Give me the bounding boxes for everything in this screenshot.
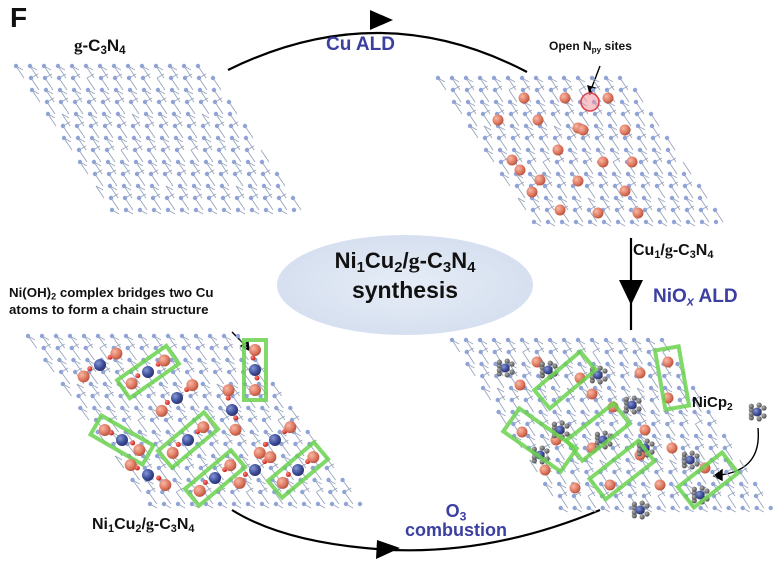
- step-niox-ald: NiOx ALD: [653, 286, 738, 309]
- nicp2-molecule: [631, 500, 650, 520]
- cu-ni-cu-chain: [253, 421, 297, 459]
- sheet-cu1-g-c3n4: [435, 75, 724, 227]
- cu-ni-cu-chain: [222, 384, 242, 436]
- cu-ni-cu-chain: [114, 342, 182, 402]
- nicp2-molecule: [681, 450, 700, 470]
- arrowhead-niox-ald: [619, 280, 643, 305]
- sheet-ni1cu2-g-c3n4: [25, 333, 363, 509]
- highlight-box: [265, 439, 331, 501]
- highlight-box: [531, 348, 599, 412]
- center-title-formula: Ni1Cu2/g-C3N4: [334, 248, 476, 277]
- cu-ni-cu-chain: [87, 412, 157, 468]
- cu-ni-cu-chain: [77, 347, 123, 383]
- sheet-niox-ald: [449, 337, 773, 520]
- arrowhead-o3: [376, 540, 400, 559]
- nicp2-molecule: [496, 358, 515, 378]
- center-ellipse: [277, 235, 533, 335]
- open-site-ring: [580, 92, 600, 112]
- step-cu-ald: Cu ALD: [326, 34, 395, 55]
- center-title: Ni1Cu2/g-C3N4 synthesis: [270, 247, 540, 305]
- highlight-box: [242, 338, 268, 402]
- highlight-box: [675, 449, 741, 511]
- cu-ni-cu-chain: [233, 451, 277, 489]
- panel-letter: F: [10, 2, 28, 33]
- nicp2-molecule: [623, 395, 642, 415]
- cu-ni-cu-chain: [242, 338, 268, 402]
- highlight-box: [155, 409, 221, 471]
- label-ni1cu2-g-c3n4: Ni1Cu2/g-C3N4: [92, 516, 195, 536]
- arrowhead-cu-ald: [370, 10, 393, 30]
- bridge-line-1: Ni(OH)2 complex bridges two Cu: [9, 285, 214, 302]
- nicp2-pointer-head: [712, 468, 723, 482]
- label-nicp2: NiCp2: [692, 394, 733, 413]
- highlight-box: [563, 400, 633, 464]
- nicp2-molecule: [691, 485, 710, 505]
- combustion-line: combustion: [405, 519, 507, 540]
- highlight-box: [500, 405, 580, 475]
- label-g-c3n4: g-C3N4: [74, 36, 126, 58]
- label-open-npy-sites: Open Npy sites: [549, 39, 632, 55]
- nicp2-molecule: [748, 402, 767, 422]
- step-o3-combustion: O3 combustion: [405, 502, 507, 540]
- bridge-line-2: atoms to form a chain structure: [9, 301, 209, 317]
- nicp2-molecule: [594, 430, 613, 450]
- label-bridge-description: Ni(OH)2 complex bridges two Cu atoms to …: [9, 285, 214, 318]
- arrowheads: [370, 10, 643, 559]
- highlight-box: [87, 412, 157, 468]
- highlight-box: [586, 437, 658, 503]
- open-site-pointer: [591, 65, 601, 88]
- cu-ni-cu-chain: [182, 447, 248, 509]
- o3-line: O3: [445, 501, 467, 524]
- highlight-box: [182, 447, 248, 509]
- arrow-cu-ald: [227, 31, 528, 73]
- cu-ni-cu-chain: [155, 379, 199, 417]
- cu-ni-cu-chain: [155, 409, 221, 471]
- cu-ni-cu-chain: [124, 459, 172, 491]
- label-cu1-g-c3n4: Cu1/g-C3N4: [633, 242, 714, 262]
- sheet-pristine-g-c3n4: [13, 63, 302, 215]
- cu-ni-cu-chain: [265, 439, 331, 501]
- highlight-box: [114, 342, 182, 402]
- center-subtitle: synthesis: [351, 276, 459, 303]
- highlight-box: [652, 344, 692, 412]
- sheets-layer: [13, 63, 773, 520]
